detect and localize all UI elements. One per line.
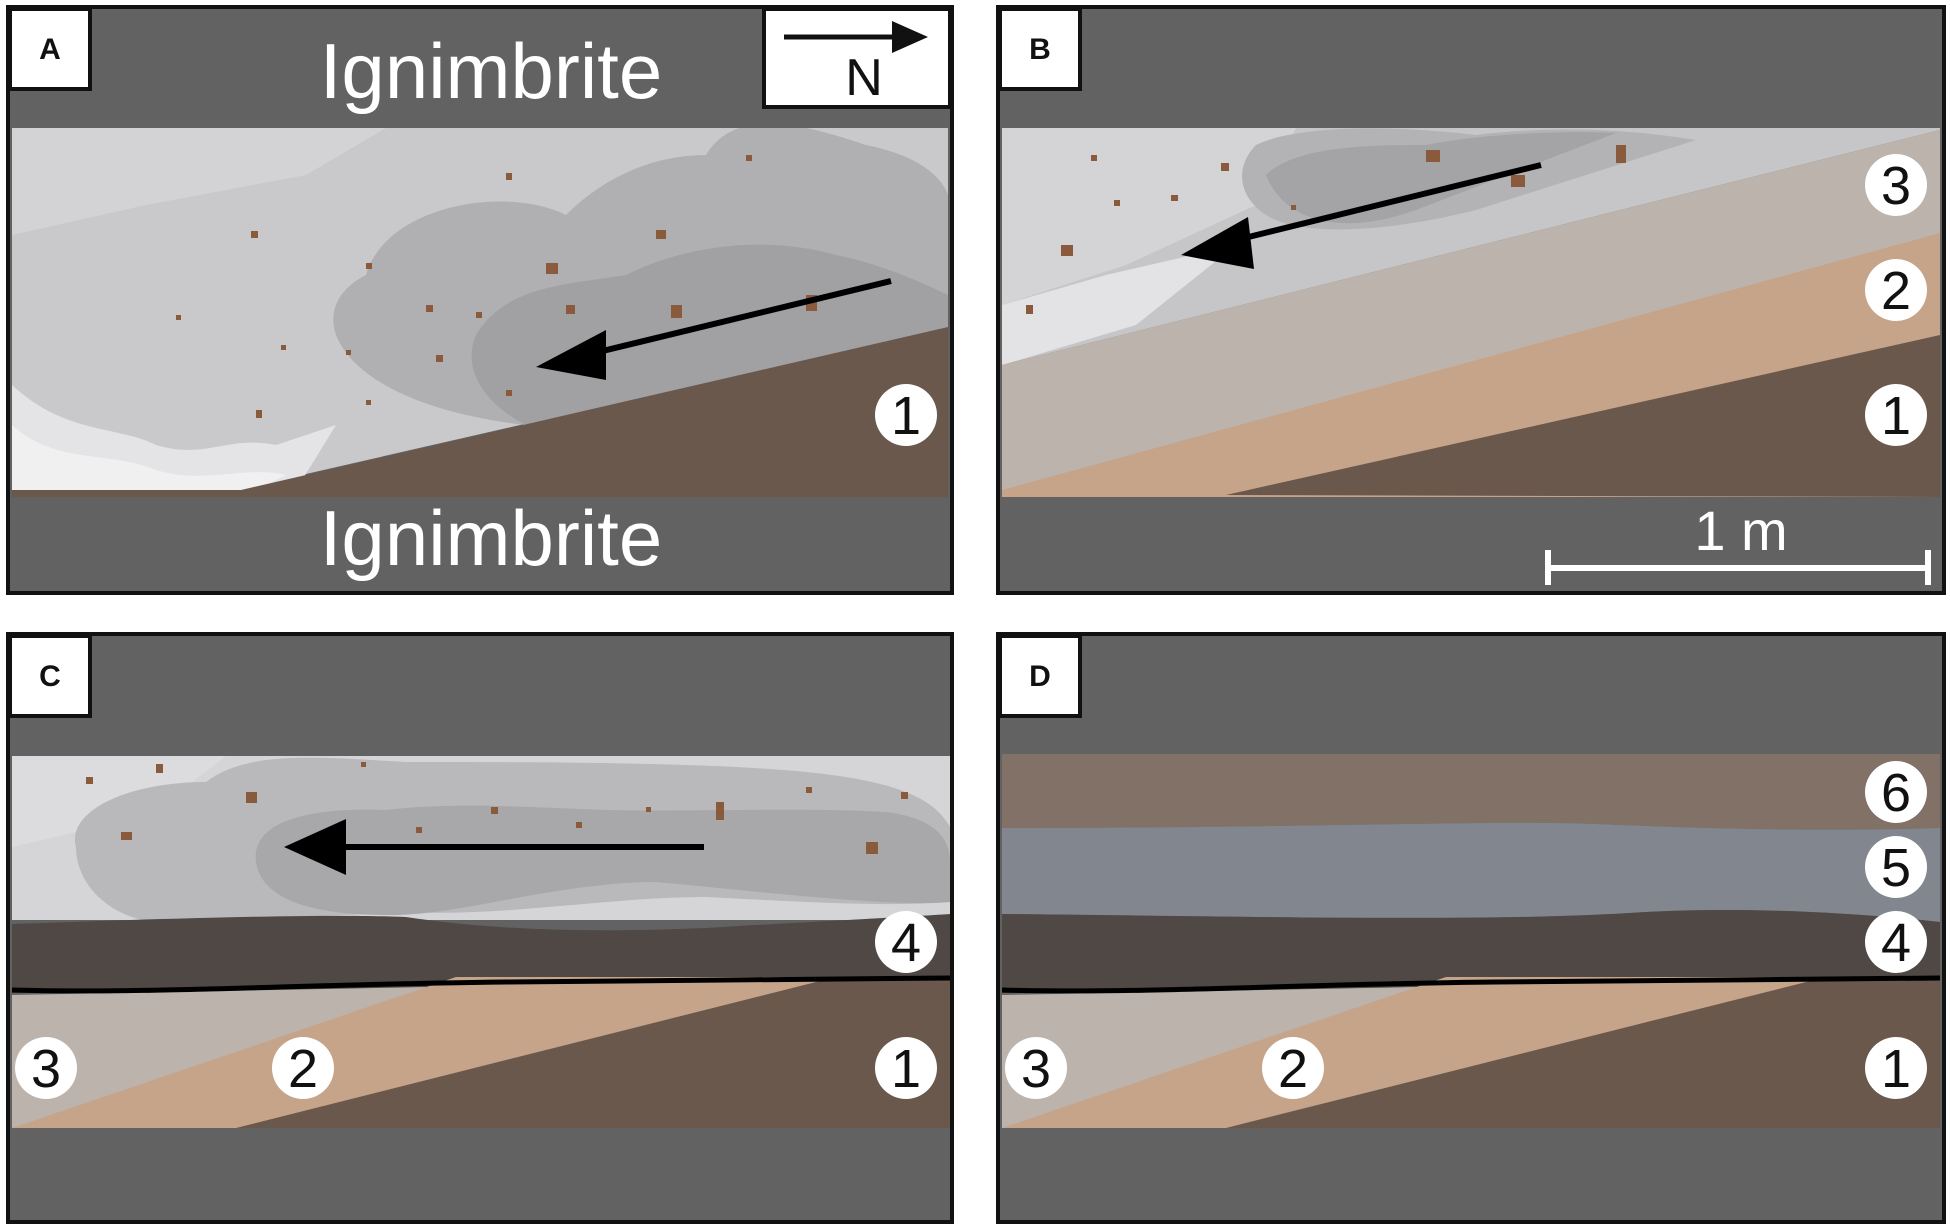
dense-core bbox=[471, 244, 948, 425]
panel-d: D 6 5 4 1 2 3 bbox=[996, 632, 1946, 1224]
panel-letter: B bbox=[1029, 33, 1051, 66]
north-arrow-box bbox=[762, 7, 952, 109]
unit-1-layer bbox=[12, 327, 948, 497]
unit-1-layer bbox=[236, 977, 950, 1128]
unit-4-marker bbox=[1865, 911, 1927, 973]
unit-4-marker bbox=[875, 911, 937, 973]
panel-letter-box bbox=[998, 7, 1082, 91]
unit-1-marker bbox=[1865, 1037, 1927, 1099]
panel-letter-box bbox=[998, 634, 1082, 718]
unit-5-layer bbox=[1002, 822, 1940, 922]
panel-letter: C bbox=[39, 660, 61, 693]
unit-3-marker bbox=[15, 1037, 77, 1099]
panel-letter: D bbox=[1029, 660, 1051, 693]
panel-a: A Ignimbrite Ignimbrite N 1 bbox=[6, 5, 954, 595]
unit-3-number: 3 bbox=[1021, 1039, 1051, 1099]
unit-2-number: 2 bbox=[1881, 261, 1911, 321]
unit-5-marker bbox=[1865, 836, 1927, 898]
panel-letter-box bbox=[8, 634, 92, 718]
ignimbrite-bottom-label: Ignimbrite bbox=[320, 494, 662, 582]
erosional-contact bbox=[1001, 975, 1941, 994]
panel-d-diagram: D 6 5 4 1 2 3 bbox=[996, 632, 1946, 1224]
clasts bbox=[86, 762, 908, 854]
unit-5-number: 5 bbox=[1881, 838, 1911, 898]
scale-label: 1 m bbox=[1694, 499, 1787, 562]
unit-2-marker bbox=[1262, 1037, 1324, 1099]
flow-arrow-line bbox=[1215, 162, 1542, 248]
unit-1-marker bbox=[875, 1037, 937, 1099]
unit-1-number: 1 bbox=[1881, 1039, 1911, 1099]
unit-1-number: 1 bbox=[891, 1039, 921, 1099]
flow-arrowhead bbox=[1181, 217, 1254, 269]
unit-6-marker bbox=[1865, 761, 1927, 823]
unit-4-layer bbox=[12, 914, 950, 993]
flow-arrow-line bbox=[585, 278, 892, 358]
unit-2-number: 2 bbox=[288, 1039, 318, 1099]
unit-1-number: 1 bbox=[1881, 386, 1911, 446]
north-label: N bbox=[845, 49, 883, 107]
erosional-contact bbox=[11, 975, 951, 994]
panel-letter-box bbox=[8, 7, 92, 91]
dense-core bbox=[1266, 132, 1616, 224]
panel-b-diagram: B 3 2 1 1 m bbox=[996, 5, 1946, 595]
clasts bbox=[176, 155, 817, 418]
unit-3-marker bbox=[1005, 1037, 1067, 1099]
unit-4-number: 4 bbox=[891, 913, 921, 973]
panel-c-diagram: C 4 1 2 3 bbox=[6, 632, 954, 1224]
unit-4-layer bbox=[1002, 910, 1940, 993]
unit-2-marker bbox=[1865, 259, 1927, 321]
dense-core bbox=[255, 805, 950, 916]
unit-4-number: 4 bbox=[1881, 913, 1911, 973]
unit-3-number: 3 bbox=[31, 1039, 61, 1099]
unit-1-layer bbox=[1226, 977, 1940, 1128]
ignimbrite-top-label: Ignimbrite bbox=[320, 27, 662, 115]
flow-arrowhead bbox=[284, 819, 346, 875]
panel-b: B 3 2 1 1 m bbox=[996, 5, 1946, 595]
unit-1-number: 1 bbox=[891, 386, 921, 446]
unit-1-layer bbox=[1226, 335, 1940, 497]
unit-3-number: 3 bbox=[1881, 156, 1911, 216]
unit-2-number: 2 bbox=[1278, 1039, 1308, 1099]
unit-3-marker bbox=[1865, 154, 1927, 216]
panel-a-diagram: A Ignimbrite Ignimbrite N 1 bbox=[6, 5, 954, 595]
unit-1-marker bbox=[875, 384, 937, 446]
unit-6-layer bbox=[1002, 754, 1940, 830]
panel-c: C 4 1 2 3 bbox=[6, 632, 954, 1224]
panel-letter: A bbox=[39, 33, 61, 66]
flow-arrowhead bbox=[536, 330, 606, 380]
unit-2-marker bbox=[272, 1037, 334, 1099]
unit-1-marker bbox=[1865, 384, 1927, 446]
unit-6-number: 6 bbox=[1881, 763, 1911, 823]
